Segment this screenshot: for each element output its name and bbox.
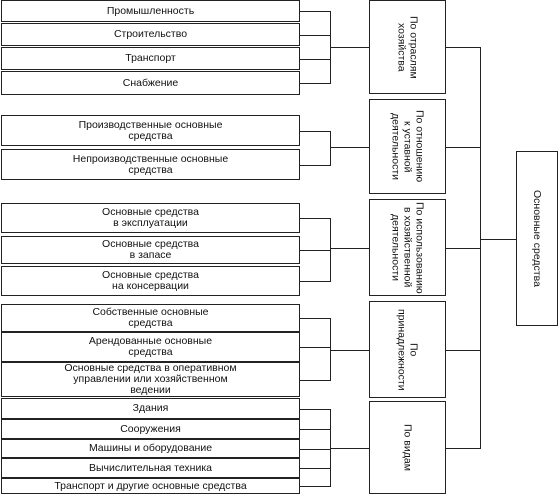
connector-leaf bbox=[300, 429, 331, 430]
leaf-label: Вычислительная техника bbox=[88, 461, 213, 474]
leaf-label: Арендованные основные средства bbox=[88, 335, 213, 358]
category-label: По отношению к уставной деятельности bbox=[389, 110, 426, 183]
connector-trunk bbox=[330, 318, 331, 381]
leaf-box: Основные средства на консервации bbox=[1, 266, 300, 296]
connector-leaf bbox=[300, 218, 331, 219]
leaf-box: Промышленность bbox=[1, 0, 300, 22]
leaf-label: Непроизводственные основные средства bbox=[72, 152, 229, 176]
leaf-box: Производственные основные средства bbox=[1, 115, 300, 146]
connector-spine bbox=[480, 47, 481, 449]
connector-to-spine bbox=[446, 47, 481, 48]
leaf-label: Машины и оборудование bbox=[88, 442, 213, 454]
leaf-label: Основные средства в эксплуатации bbox=[102, 206, 199, 229]
leaf-label: Производственные основные средства bbox=[78, 118, 223, 142]
connector-to-category bbox=[330, 47, 370, 48]
leaf-label: Основные средства в запасе bbox=[102, 238, 199, 261]
category-box-4: По принадлежности bbox=[369, 301, 446, 398]
leaf-box: Основные средства в запасе bbox=[1, 236, 300, 264]
leaf-label: Транспорт bbox=[125, 52, 176, 64]
leaf-box: Сооружения bbox=[1, 419, 300, 439]
connector-leaf bbox=[300, 281, 331, 282]
connector-leaf bbox=[300, 380, 331, 381]
leaf-box: Основные средства в эксплуатации bbox=[1, 203, 300, 233]
root-label: Основные средства bbox=[531, 190, 543, 287]
connector-leaf bbox=[300, 486, 331, 487]
leaf-label: Сооружения bbox=[120, 422, 181, 435]
connector-trunk bbox=[330, 218, 331, 282]
connector-trunk bbox=[330, 131, 331, 166]
connector-to-spine bbox=[446, 147, 481, 148]
connector-leaf bbox=[300, 250, 331, 251]
root-box: Основные средства bbox=[516, 151, 558, 326]
connector-leaf bbox=[300, 449, 331, 450]
category-label: По отраслям хозяйства bbox=[395, 15, 420, 79]
leaf-box: Транспорт bbox=[1, 47, 300, 70]
category-box-3: По использованию в хозяйственной деятель… bbox=[369, 199, 446, 296]
leaf-box: Строительство bbox=[1, 23, 300, 46]
leaf-box: Собственные основные средства bbox=[1, 304, 300, 332]
category-box-5: По видам bbox=[369, 401, 446, 494]
leaf-box: Вычислительная техника bbox=[1, 458, 300, 478]
category-label: По использованию в хозяйственной деятель… bbox=[389, 201, 426, 294]
category-box-2: По отношению к уставной деятельности bbox=[369, 99, 446, 194]
category-box-1: По отраслям хозяйства bbox=[369, 0, 446, 94]
connector-to-spine bbox=[446, 448, 481, 449]
connector-leaf bbox=[300, 468, 331, 469]
category-label: По принадлежности bbox=[395, 308, 420, 391]
connector-to-category bbox=[330, 448, 370, 449]
category-label: По видам bbox=[401, 424, 414, 471]
leaf-box: Снабжение bbox=[1, 71, 300, 95]
connector-to-category bbox=[330, 147, 370, 148]
connector-leaf bbox=[300, 347, 331, 348]
leaf-label: Основные средства на консервации bbox=[102, 269, 199, 292]
leaf-box: Основные средства в оперативном управлен… bbox=[1, 362, 300, 397]
connector-leaf bbox=[300, 35, 331, 36]
leaf-box: Арендованные основные средства bbox=[1, 332, 300, 362]
connector-to-category bbox=[330, 350, 370, 351]
leaf-label: Строительство bbox=[113, 28, 188, 40]
connector-leaf bbox=[300, 59, 331, 60]
leaf-label: Транспорт и другие основные средства bbox=[54, 479, 247, 492]
leaf-label: Здания bbox=[132, 402, 169, 414]
leaf-label: Снабжение bbox=[122, 76, 179, 89]
connector-to-spine bbox=[446, 248, 481, 249]
connector-to-category bbox=[330, 248, 370, 249]
leaf-box: Машины и оборудование bbox=[1, 439, 300, 458]
connector-leaf bbox=[300, 318, 331, 319]
connector-leaf bbox=[300, 11, 331, 12]
connector-leaf bbox=[300, 131, 331, 132]
connector-leaf bbox=[300, 83, 331, 84]
connector-to-spine bbox=[446, 350, 481, 351]
connector-to-root bbox=[480, 239, 517, 240]
connector-leaf bbox=[300, 409, 331, 410]
leaf-box: Транспорт и другие основные средства bbox=[1, 478, 300, 494]
connector-leaf bbox=[300, 165, 331, 166]
leaf-label: Собственные основные средства bbox=[92, 306, 209, 329]
leaf-label: Основные средства в оперативном управлен… bbox=[64, 362, 237, 396]
leaf-box: Непроизводственные основные средства bbox=[1, 149, 300, 180]
leaf-box: Здания bbox=[1, 398, 300, 419]
leaf-label: Промышленность bbox=[106, 4, 195, 17]
